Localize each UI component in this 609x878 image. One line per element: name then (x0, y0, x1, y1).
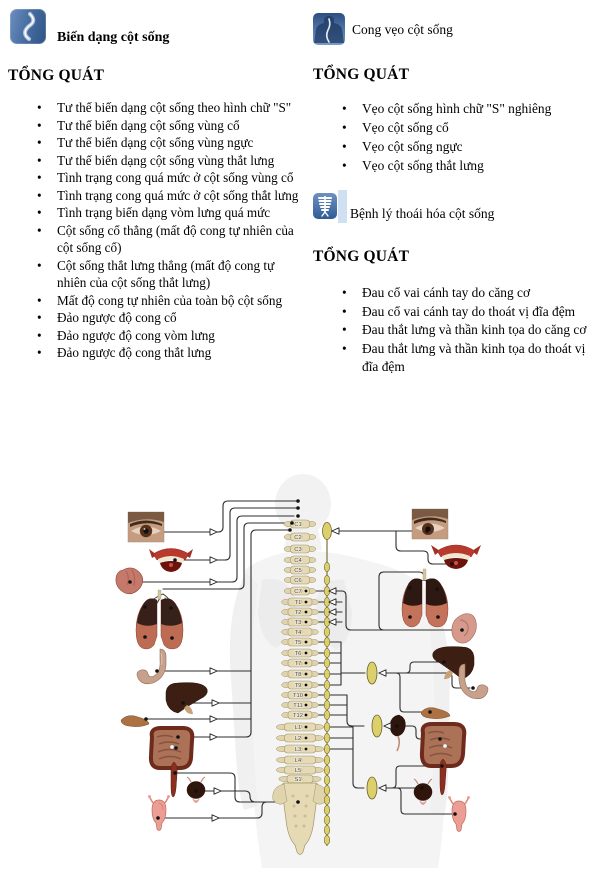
right-stomach-illustration (458, 663, 489, 700)
right-rectum-illustration (439, 758, 447, 796)
section-title-scoliosis: Cong vẹo cột sống (352, 22, 453, 37)
svg-text:T8: T8 (295, 672, 302, 678)
list-item: Đảo ngược độ cong cổ (8, 309, 304, 327)
right-bladder-illustration (413, 778, 433, 805)
overview-heading-left: TỔNG QUÁT (8, 67, 105, 84)
svg-text:T9: T9 (295, 683, 302, 689)
list-item: Vẹo cột sống cổ (313, 118, 603, 137)
svg-text:L5: L5 (295, 768, 301, 774)
nerve-endpoints-and-markers (128, 499, 475, 822)
svg-text:T10: T10 (293, 693, 303, 699)
right-pancreas-illustration (420, 707, 451, 719)
spine-deformity-icon (10, 9, 46, 44)
list-item: Cột sống thắt lưng thẳng (mất độ cong tự… (8, 257, 304, 292)
svg-text:C6: C6 (294, 578, 301, 584)
right-lungs-illustration (401, 568, 449, 628)
section-title-spine-deformity: Biến dạng cột sống (57, 30, 170, 45)
svg-text:S1: S1 (294, 777, 301, 783)
list-item: Tư thế biến dạng cột sống vùng thắt lưng (8, 152, 304, 170)
sympathetic-chain (322, 522, 383, 846)
left-liver-illustration (165, 682, 208, 715)
left-pancreas-illustration (120, 715, 150, 727)
left-lungs-illustration (135, 589, 184, 650)
list-item: Mất độ cong tự nhiên của toàn bộ cột sốn… (8, 292, 304, 310)
spine-column: C1C2C3C4C5C6C7T1T2T3T4T5T6T7T8T9T10T11T1… (272, 519, 328, 855)
list-item: Vẹo cột sống ngực (313, 137, 603, 156)
left-eye-illustration (127, 511, 165, 543)
svg-text:T4: T4 (295, 630, 303, 636)
selection-highlight (338, 190, 347, 223)
list-item: Tình trạng cong quá mức ở cột sống thắt … (8, 187, 304, 205)
list-item: Tư thế biến dạng cột sống vùng ngực (8, 134, 304, 152)
list-item: Đau cổ vai cánh tay do căng cơ (313, 284, 603, 303)
symptom-list-degeneration: Đau cổ vai cánh tay do căng cơ Đau cổ va… (313, 284, 603, 377)
svg-text:C2: C2 (294, 535, 301, 541)
symptom-list-scoliosis: Vẹo cột sống hình chữ "S" nghiêng Vẹo cộ… (313, 99, 603, 175)
overview-heading-right-top: TỔNG QUÁT (313, 66, 410, 83)
list-item: Đảo ngược độ cong thắt lưng (8, 344, 304, 362)
svg-text:C5: C5 (294, 568, 301, 574)
list-item: Đảo ngược độ cong vòm lưng (8, 327, 304, 345)
svg-text:L1: L1 (295, 725, 301, 731)
list-item: Vẹo cột sống hình chữ "S" nghiêng (313, 99, 603, 118)
svg-text:L3: L3 (295, 747, 301, 753)
list-item: Tình trạng cong quá mức ở cột sống vùng … (8, 169, 304, 187)
list-item: Đau thắt lưng và thần kinh tọa do căng c… (313, 321, 603, 340)
spine-degeneration-icon (313, 193, 337, 219)
svg-text:T5: T5 (295, 640, 302, 646)
svg-text:T7: T7 (295, 661, 302, 667)
right-heart-illustration (451, 613, 477, 644)
svg-text:T3: T3 (295, 620, 302, 626)
svg-text:T1: T1 (295, 600, 302, 606)
left-uterus-illustration (148, 795, 170, 831)
svg-text:T12: T12 (293, 713, 303, 719)
left-mouth-illustration (149, 548, 193, 572)
svg-text:T11: T11 (293, 703, 303, 709)
svg-text:L4: L4 (295, 758, 302, 764)
right-mouth-illustration (431, 544, 481, 569)
list-item: Tư thế biến dạng cột sống vùng cổ (8, 117, 304, 135)
scoliosis-back-icon (313, 13, 345, 45)
svg-text:C3: C3 (294, 547, 301, 553)
list-item: Tư thế biến dạng cột sống theo hình chữ … (8, 99, 304, 117)
svg-text:C7: C7 (294, 589, 301, 595)
list-item: Cột sống cổ thẳng (mất độ cong tự nhiên … (8, 222, 304, 257)
list-item: Đau thắt lưng và thần kinh tọa do thoát … (313, 340, 603, 377)
right-eye-illustration (411, 508, 449, 540)
svg-text:L2: L2 (295, 736, 301, 742)
svg-text:T6: T6 (295, 651, 302, 657)
section-title-degeneration: Bệnh lý thoái hóa cột sống (350, 206, 495, 221)
symptom-list-spine-deformity: Tư thế biến dạng cột sống theo hình chữ … (8, 99, 304, 362)
list-item: Đau cổ vai cánh tay do thoát vị đĩa đệm (313, 303, 603, 322)
left-stomach-illustration (136, 648, 167, 685)
svg-text:T2: T2 (295, 610, 302, 616)
svg-text:C1: C1 (294, 522, 301, 528)
svg-text:C4: C4 (294, 558, 302, 564)
left-rectum-illustration (170, 761, 178, 798)
list-item: Vẹo cột sống thắt lưng (313, 156, 603, 175)
right-uterus-illustration (448, 796, 470, 832)
list-item: Tình trạng biến dạng vòm lưng quá mức (8, 204, 304, 222)
overview-heading-right-bottom: TỔNG QUÁT (313, 248, 410, 265)
